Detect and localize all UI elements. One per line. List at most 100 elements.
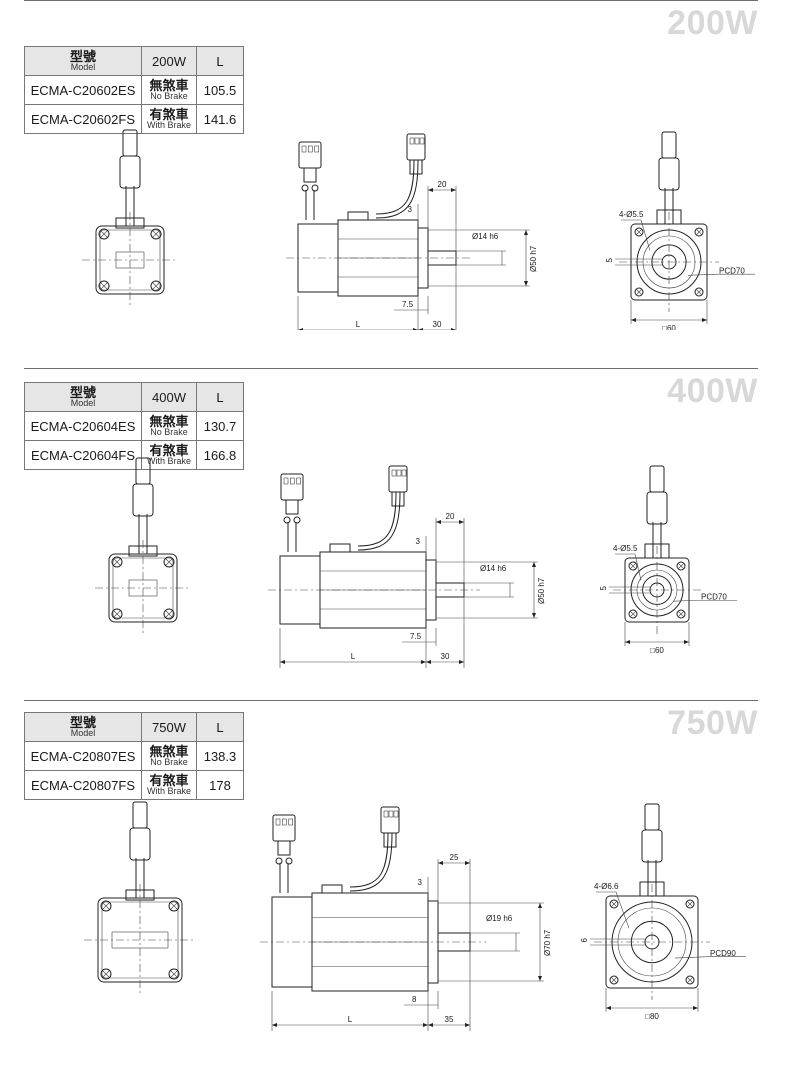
power-header: 200W [141,46,197,76]
shaft-length-label: 20 [438,180,447,189]
connector-pin [288,818,293,826]
dimension-arrow [436,520,441,524]
spec-table: 型號 Model 400W L ECMA-C20604ES 無煞車 No Bra… [24,382,244,470]
mounting-hole [628,609,638,619]
hole-mark [629,610,637,618]
connector-housing [129,827,151,861]
key-label: 6 [580,937,589,942]
connector-housing [132,483,154,517]
pilot-diameter-label: Ø50 h7 [529,245,538,272]
power-cable-fill [349,832,392,891]
pilot-length-label: 3 [418,878,423,887]
hole-mark [100,230,108,238]
dimension-arrow [631,318,636,322]
table-row: ECMA-C20604FS 有煞車 With Brake 166.8 [24,440,244,470]
dimension-arrow [532,613,536,618]
screw-icon [283,516,291,524]
flange-thickness-label: 8 [412,995,417,1004]
dimension-arrow [423,1023,428,1027]
mounting-hole [150,228,162,240]
section-750w: 750W 型號 Model 750W L ECMA-C20807ES 無煞車 N… [0,700,800,1031]
power-gland [347,211,369,221]
model-cell: ECMA-C20604FS [24,440,142,470]
brake-cn: 有煞車 [149,443,189,458]
flange-thickness-label: 7.5 [402,300,414,309]
mounting-hole [111,556,123,568]
screw-icon [285,857,293,865]
screw-icon [275,857,283,865]
holes-label: 4-Ø6.6 [594,882,619,891]
hole-mark [677,562,685,570]
connector-pin [391,469,397,477]
connector-pin [275,818,281,826]
model-header: 型號 Model [24,46,142,76]
length-cell: 138.3 [196,741,244,771]
square-label: □80 [645,1012,659,1021]
connector-body [285,499,299,515]
mounting-hole [609,899,619,909]
model-header-en: Model [70,398,96,408]
tail-length-label: 35 [445,1015,454,1024]
dimension-arrow [693,1006,698,1010]
mounting-hole [111,608,123,620]
pilot-diameter-label: Ø50 h7 [537,577,546,604]
hole-mark [100,282,108,290]
brake-cell: 無煞車 No Brake [141,75,197,105]
connector-plug [132,801,148,829]
hole-mark [686,976,694,984]
dimension-arrow [451,188,456,192]
mounting-hole [609,975,619,985]
power-cable-fill [375,159,418,218]
hole-mark [165,558,173,566]
dimension-arrow [532,562,536,567]
mounting-hole [168,968,180,980]
mounting-hole [168,900,180,912]
connector-housing [658,157,680,191]
hole-mark [102,970,110,978]
connector-body [303,167,317,183]
tail-length-label: 30 [441,652,450,661]
connector-plug [122,129,138,157]
power-header: 750W [141,712,197,742]
pcd-label: PCD70 [701,593,727,602]
connector-pin [409,137,415,145]
mounting-hole [98,280,110,292]
connector-pin [383,810,389,818]
connector-pin [283,477,289,485]
connector-housing [646,491,668,525]
spec-table: 型號 Model 200W L ECMA-C20602ES 無煞車 No Bra… [24,46,244,134]
holes-label: 4-Ø5.5 [619,210,644,219]
hole-mark [170,902,178,910]
mounting-hole [634,227,644,237]
connector-pin [393,810,399,818]
leader-line [640,219,651,251]
dimension-arrow [524,230,528,235]
hole-mark [152,282,160,290]
mounting-hole [676,561,686,571]
spec-table: 型號 Model 750W L ECMA-C20807ES 無煞車 No Bra… [24,712,244,800]
brake-cn: 有煞車 [149,773,189,788]
section-divider [24,368,758,369]
section-divider [24,700,758,701]
leader-line [672,599,700,602]
connector-pin [282,818,287,826]
connector-plug [135,457,151,485]
shaft-diameter-label: Ø14 h6 [472,232,499,241]
length-label: L [351,652,356,661]
model-cell: ECMA-C20602FS [24,104,142,134]
holes-label: 4-Ø5.5 [613,544,638,553]
section-400w: 400W 型號 Model 400W L ECMA-C20604ES 無煞車 N… [0,368,800,698]
dimension-arrow [684,640,689,644]
hole-mark [635,288,643,296]
leader-line [674,956,709,959]
dimension-arrow [298,328,303,330]
dimension-arrow [459,520,464,524]
length-cell: 141.6 [196,104,244,134]
square-label: □60 [650,646,664,655]
dimension-arrow [280,660,285,664]
hole-mark [610,900,618,908]
square-label: □60 [662,324,676,330]
power-title: 200W [667,4,758,42]
